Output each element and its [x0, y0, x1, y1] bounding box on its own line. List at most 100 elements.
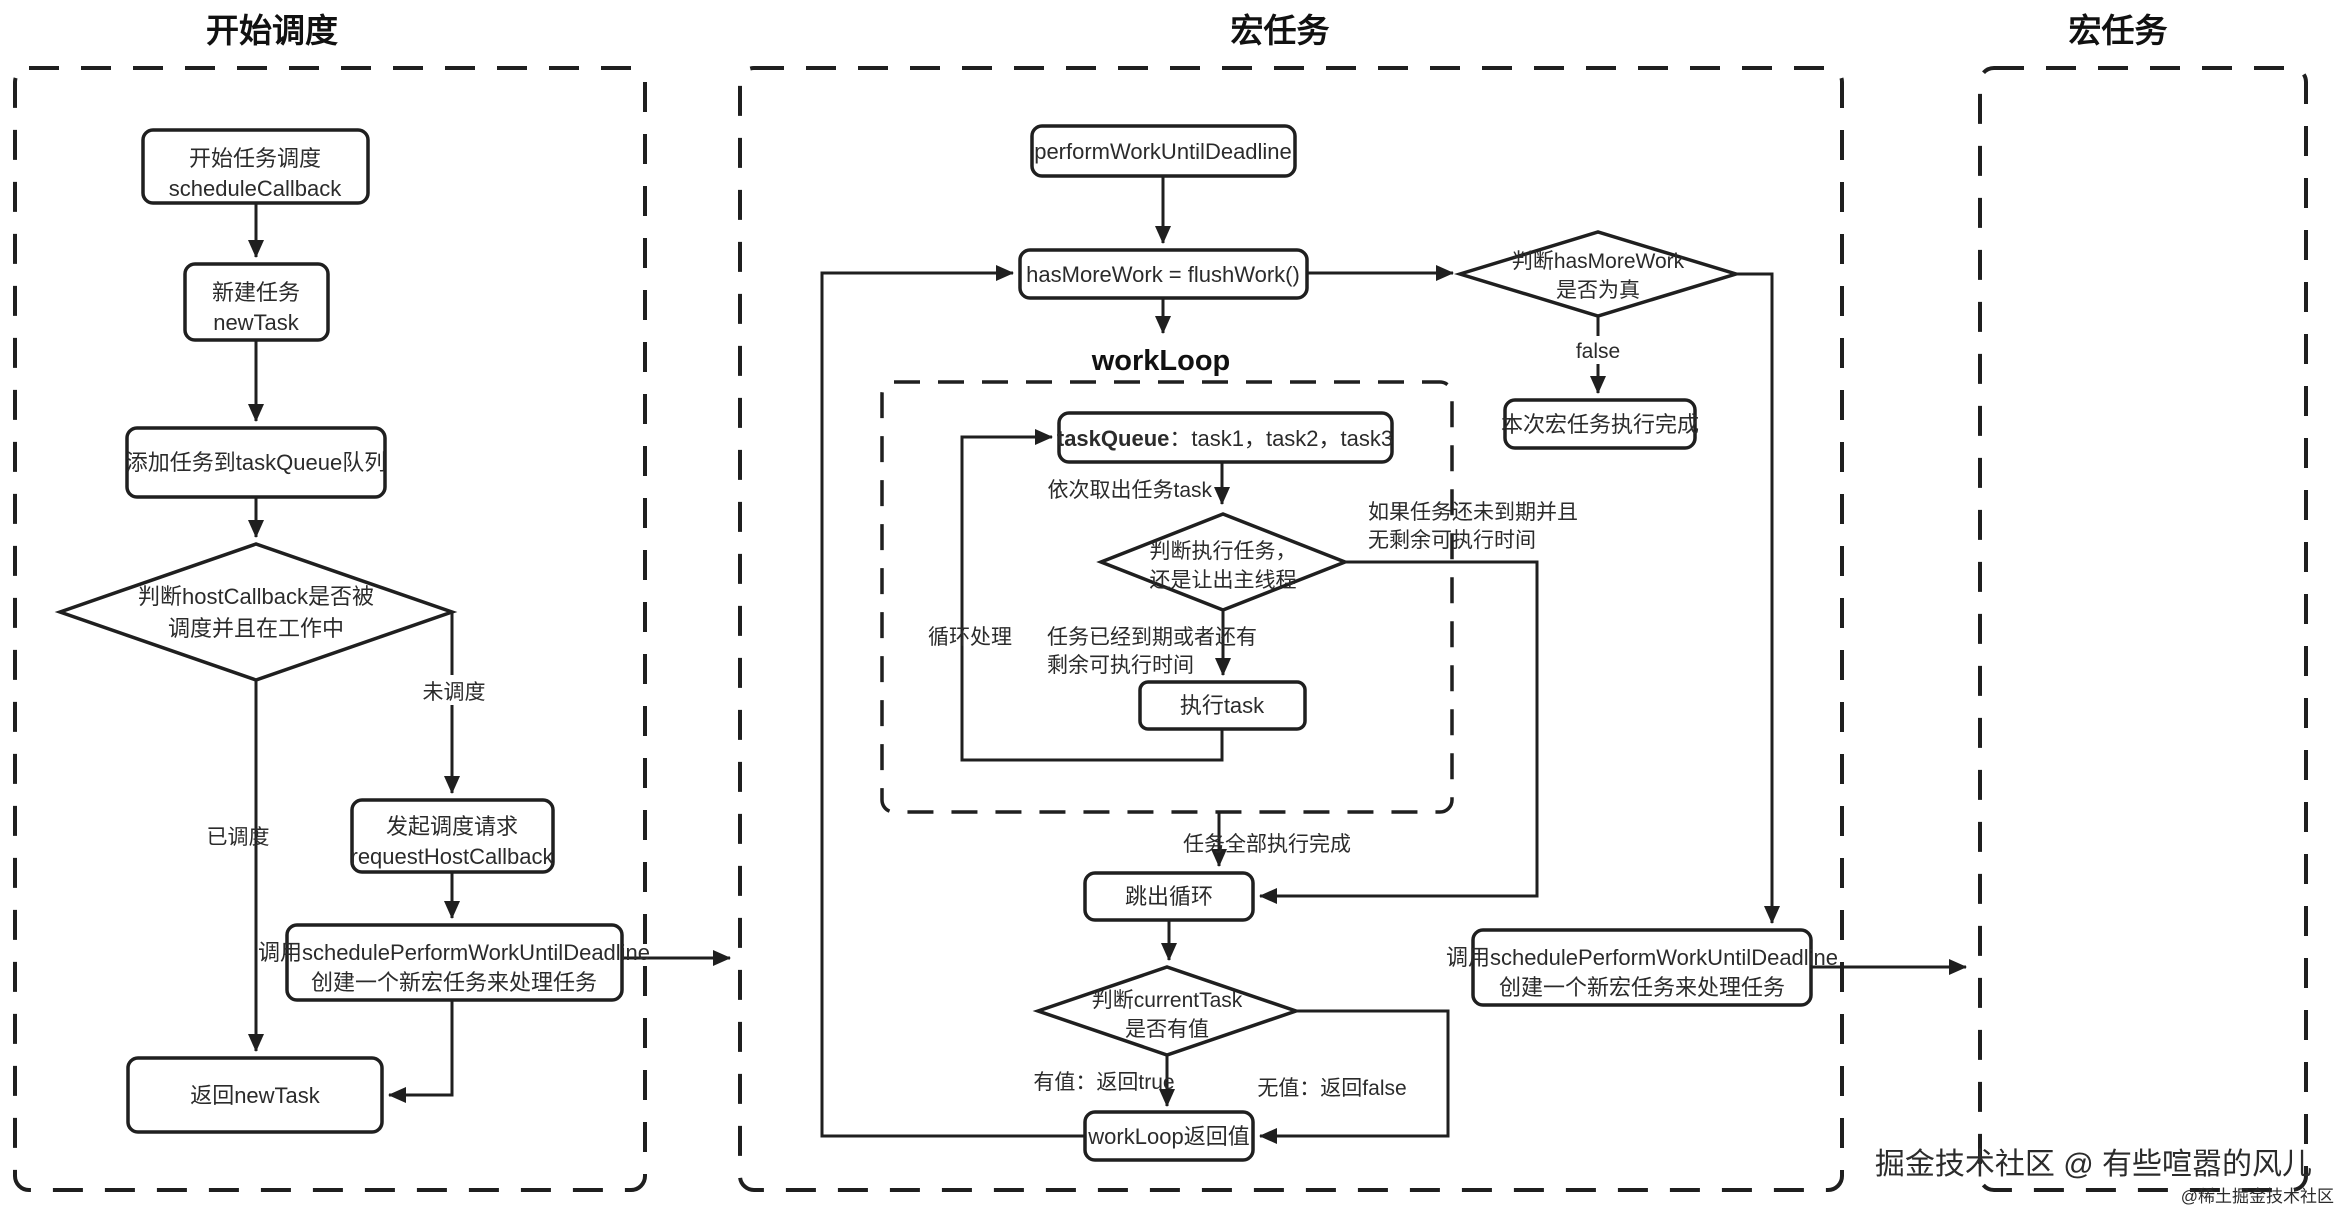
decision-execute-or-yield-line2: 还是让出主线程	[1150, 569, 1297, 592]
node-new-task-line1: 新建任务	[212, 280, 300, 305]
edge-loop-back-to-taskqueue	[960, 429, 1224, 762]
edge-true-to-call-schedule	[1736, 272, 1780, 924]
decision-hasmorework: 判断hasMoreWork 是否为真	[1453, 230, 1743, 318]
decision-currenttask: 判断currentTask 是否有值	[1032, 965, 1302, 1057]
node-execute-task-box	[1138, 680, 1307, 731]
node-flushwork-label: hasMoreWork = flushWork()	[1026, 262, 1300, 287]
decision-hostcallback: 判断hostCallback是否被 调度并且在工作中	[54, 542, 458, 682]
node-workloop-return-box	[1083, 1110, 1255, 1162]
not-expired-label-line1: 如果任务还未到期并且	[1368, 501, 1578, 524]
node-call-schedule-perform-right-line1: 调用schedulePerformWorkUntilDeadline	[1446, 945, 1838, 970]
loop-label: 循环处理	[928, 626, 1012, 649]
scheduled-label: 已调度	[207, 826, 270, 849]
edge-workloop-return-to-flushwork	[820, 265, 1085, 1138]
node-break-loop: 跳出循环	[1083, 871, 1255, 922]
node-call-schedule-perform-left-line2: 创建一个新宏任务来处理任务	[311, 970, 597, 995]
node-taskqueue-label: taskQueue：task1，task2，task3	[1057, 426, 1393, 451]
node-macro-task-done: 本次宏任务执行完成	[1501, 398, 1699, 450]
right-column-title: 宏任务	[2069, 12, 2168, 49]
not-expired-label-line2: 无剩余可执行时间	[1368, 529, 1536, 552]
node-request-host-callback-box	[350, 798, 555, 874]
node-request-host-callback: 发起调度请求 requestHostCallback	[350, 798, 555, 874]
left-container-border	[13, 66, 647, 1192]
right-container-border	[1978, 66, 2308, 1192]
node-execute-task-label: 执行task	[1180, 693, 1265, 718]
node-break-loop-box	[1083, 871, 1255, 922]
watermark-line2: @稀土掘金技术社区	[2181, 1187, 2334, 1206]
workloop-title: workLoop	[1091, 345, 1231, 377]
node-return-newtask-label: 返回newTask	[190, 1083, 321, 1108]
node-flushwork: hasMoreWork = flushWork()	[1018, 248, 1309, 300]
decision-currenttask-line1: 判断currentTask	[1092, 989, 1243, 1012]
node-return-newtask: 返回newTask	[126, 1056, 384, 1134]
decision-hostcallback-line1: 判断hostCallback是否被	[138, 584, 374, 609]
decision-currenttask-shape	[1032, 965, 1302, 1057]
expired-label-line2: 剩余可执行时间	[1047, 654, 1194, 677]
node-workloop-return-label: workLoop返回值	[1087, 1124, 1249, 1149]
decision-hostcallback-line2: 调度并且在工作中	[168, 616, 344, 641]
middle-column: 宏任务 performWorkUntilDeadline hasMoreWork…	[738, 12, 1967, 1192]
node-taskqueue: taskQueue：task1，task2，task3	[1057, 411, 1394, 464]
workloop-container-border	[880, 380, 1454, 814]
node-call-schedule-perform-left-line1: 调用schedulePerformWorkUntilDeadline	[258, 940, 650, 965]
expired-label-line1: 任务已经到期或者还有	[1047, 626, 1257, 649]
node-perform-work-until-deadline: performWorkUntilDeadline	[1030, 124, 1297, 178]
right-column: 宏任务	[1978, 12, 2308, 1192]
middle-container-border	[738, 66, 1844, 1192]
decision-execute-or-yield-line1: 判断执行任务，	[1150, 540, 1297, 563]
decision-currenttask-line2: 是否有值	[1125, 1018, 1209, 1041]
node-call-schedule-perform-right: 调用schedulePerformWorkUntilDeadline 创建一个新…	[1446, 928, 1838, 1007]
node-flushwork-box	[1018, 248, 1309, 300]
node-workloop-return: workLoop返回值	[1083, 1110, 1255, 1162]
decision-execute-or-yield: 判断执行任务， 还是让出主线程	[1096, 512, 1350, 612]
node-schedule-callback-line2: scheduleCallback	[169, 176, 342, 201]
node-schedule-callback-line1: 开始任务调度	[189, 146, 321, 171]
node-add-task-queue-box	[125, 426, 387, 499]
node-taskqueue-bold: taskQueue	[1057, 426, 1170, 451]
has-value-label: 有值：返回true	[1033, 1071, 1174, 1094]
edge-no-value-to-return	[1259, 1009, 1450, 1144]
node-call-schedule-perform-left: 调用schedulePerformWorkUntilDeadline 创建一个新…	[258, 923, 650, 1002]
node-request-host-callback-line1: 发起调度请求	[386, 814, 518, 839]
not-scheduled-label-bg	[425, 675, 483, 705]
node-call-schedule-perform-left-box	[285, 923, 624, 1002]
node-new-task-box	[183, 262, 330, 342]
all-done-label: 任务全部执行完成	[1183, 833, 1351, 856]
decision-execute-or-yield-shape	[1096, 512, 1350, 612]
false-label-bg	[1570, 336, 1626, 364]
watermark: 掘金技术社区 @ 有些喧嚣的风儿 @稀土掘金技术社区	[1875, 1148, 2334, 1206]
watermark-line1: 掘金技术社区 @ 有些喧嚣的风儿	[1875, 1148, 2312, 1181]
decision-hasmorework-shape	[1453, 230, 1743, 318]
decision-hasmorework-line2: 是否为真	[1556, 279, 1640, 302]
node-macro-task-done-box	[1503, 398, 1697, 450]
node-new-task-line2: newTask	[213, 310, 300, 335]
node-add-task-queue: 添加任务到taskQueue队列	[125, 426, 387, 499]
left-column-title: 开始调度	[206, 12, 338, 49]
node-execute-task: 执行task	[1138, 680, 1307, 731]
node-request-host-callback-line2: requestHostCallback	[351, 844, 555, 869]
node-return-newtask-box	[126, 1056, 384, 1134]
decision-hostcallback-shape	[54, 542, 458, 682]
middle-column-title: 宏任务	[1231, 12, 1330, 49]
false-label: false	[1576, 340, 1620, 363]
no-value-label: 无值：返回false	[1257, 1077, 1406, 1100]
node-new-task: 新建任务 newTask	[183, 262, 330, 342]
node-call-schedule-perform-right-box	[1471, 928, 1813, 1007]
node-schedule-callback: 开始任务调度 scheduleCallback	[141, 128, 370, 205]
take-task-label: 依次取出任务task	[1047, 479, 1212, 502]
edge-yield-to-break-loop	[1259, 560, 1539, 904]
node-taskqueue-rest: ：task1，task2，task3	[1169, 426, 1393, 451]
not-scheduled-label: 未调度	[423, 681, 486, 704]
node-break-loop-label: 跳出循环	[1125, 884, 1213, 909]
node-schedule-callback-box	[141, 128, 370, 205]
node-perform-work-label: performWorkUntilDeadline	[1034, 139, 1292, 164]
left-column: 开始调度 开始任务调度 scheduleCallback 新建任务 newTas…	[13, 12, 731, 1192]
node-perform-work-box	[1030, 124, 1297, 178]
decision-hasmorework-line1: 判断hasMoreWork	[1512, 250, 1685, 273]
node-add-task-queue-label: 添加任务到taskQueue队列	[126, 450, 386, 475]
edge-call-schedule-to-return-newtask	[388, 1000, 454, 1103]
node-macro-task-done-label: 本次宏任务执行完成	[1501, 412, 1699, 437]
node-call-schedule-perform-right-line2: 创建一个新宏任务来处理任务	[1499, 975, 1785, 1000]
